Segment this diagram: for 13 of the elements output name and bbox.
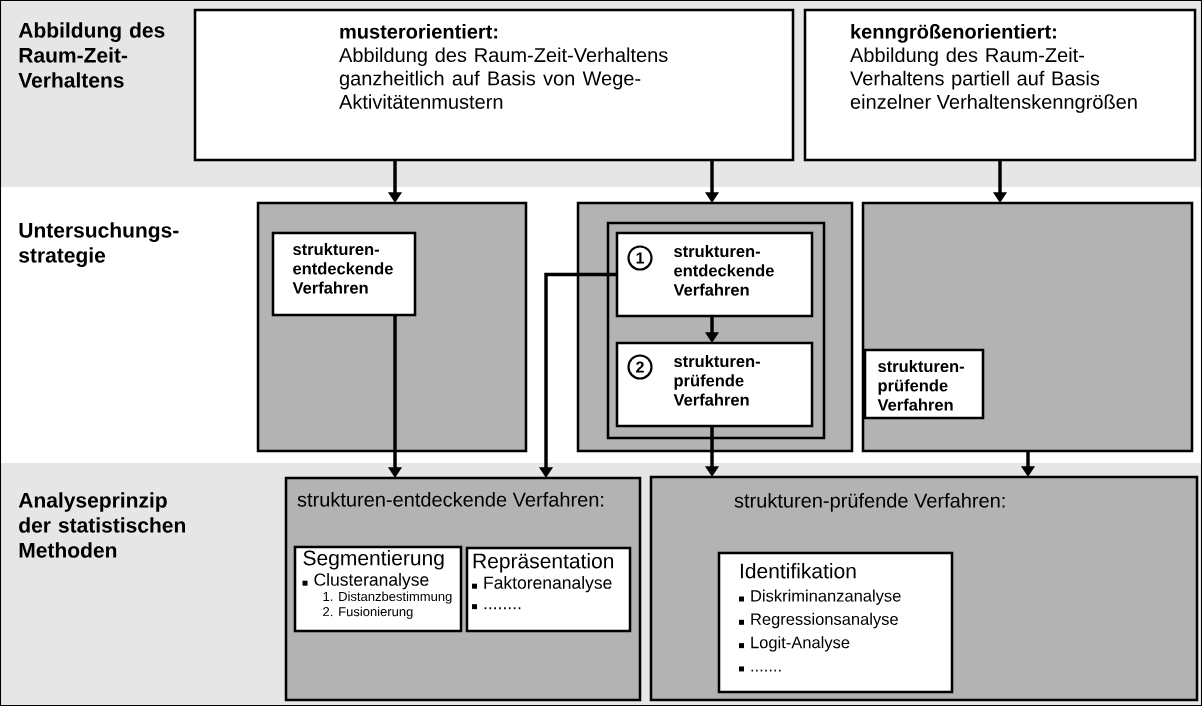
row-label: Untersuchungs-strategie [19, 222, 179, 267]
text-box: kenngrößenorientiert: Abbildung des Raum-Zeit-Verhaltens partiell auf Basis einzelner Verhaltenskenngrößen [803, 8, 1197, 162]
circled-number: 2 [627, 354, 653, 380]
circled-number: 1 [627, 245, 653, 271]
list-box: Repräsentation Faktorenanalyse ........ [465, 546, 632, 633]
process-box: strukturen-prüfende Verfahren [863, 348, 985, 420]
text-box: musterorientiert: Abbildung des Raum-Zeit-Verhaltens ganzheitlich auf Basis von Wege-Aktivitätenmustern [193, 8, 795, 162]
list-box: Identifikation Diskriminanzanalyse Regressionsanalyse Logit-Analyse ....... [717, 551, 954, 694]
row-label: Analyseprinzip der statistischen Methoden [18, 492, 185, 558]
process-box: strukturen-entdeckende Verfahren [271, 231, 417, 317]
row-label: Abbildung des Raum-Zeit-Verhaltens [18, 22, 165, 88]
panel [861, 201, 1194, 453]
list-box: Segmentierung Clusteranalyse 1. Distanzbestimmung 2. Fusionierung [293, 545, 463, 633]
